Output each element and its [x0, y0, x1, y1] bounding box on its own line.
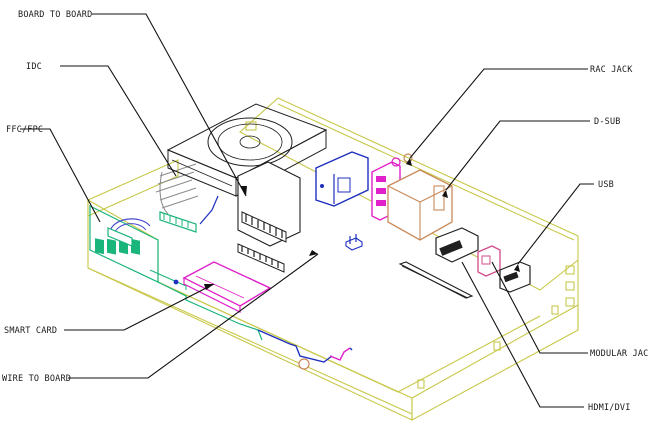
- vent: [565, 297, 575, 307]
- usb-port: [503, 271, 519, 283]
- smart-card-connector: [173, 261, 272, 313]
- hdmi-dvi-connector: [435, 227, 479, 263]
- board-to-board-connector: [237, 161, 301, 273]
- smart-card-line: [195, 275, 245, 299]
- wire-blue: [257, 329, 333, 363]
- card-slot-body: [398, 261, 474, 299]
- arrow: [204, 284, 214, 290]
- idc-connector: [155, 163, 199, 233]
- d-sub-shell: [433, 185, 445, 211]
- leader-lines: [20, 13, 594, 408]
- leader-wire-to-board: [68, 253, 319, 379]
- idc-ribbon: [155, 163, 199, 209]
- smart-card-front: [183, 277, 241, 313]
- smart-card-dot: [173, 279, 179, 285]
- label-board-to-board: BOARD TO BOARD: [18, 10, 92, 20]
- vent: [245, 121, 257, 131]
- label-hdmi-dvi: HDMI/DVI: [588, 403, 631, 413]
- arrowheads: [204, 158, 520, 290]
- idc-ribbon-edge: [159, 171, 169, 215]
- label-usb: USB: [598, 180, 614, 190]
- wire-to-board: [199, 195, 353, 370]
- card-slot-line: [401, 265, 469, 299]
- arrow: [442, 190, 448, 198]
- rac-jack-top: [391, 157, 401, 167]
- wire-magenta: [329, 347, 351, 361]
- blue-module-body: [315, 151, 369, 207]
- vent: [565, 281, 575, 291]
- chassis-front-edge: [87, 267, 413, 415]
- chassis-floor-edge-right: [397, 315, 541, 393]
- modular-jack-port: [481, 255, 491, 265]
- leader-usb: [517, 183, 594, 265]
- wire-to-board-connector: [298, 358, 310, 370]
- label-d-sub: D-SUB: [594, 117, 621, 127]
- wire-end: [349, 347, 353, 351]
- ffc-header: [107, 227, 133, 247]
- led-digit: [95, 238, 104, 255]
- blue-module-dot: [320, 184, 324, 188]
- disk-drive: [166, 103, 328, 197]
- drive-platter-inner: [217, 123, 283, 161]
- vent: [493, 341, 501, 351]
- leader-ffc-fpc: [20, 128, 101, 223]
- labels: BOARD TO BOARD IDC FFC/FPC SMART CARD WI…: [2, 10, 649, 413]
- drive-platter: [207, 117, 293, 167]
- blue-module-port: [337, 177, 351, 193]
- label-wire-to-board: WIRE TO BOARD: [2, 374, 71, 384]
- arrow: [514, 264, 520, 272]
- leader-smart-card: [64, 283, 215, 331]
- drive-detail: [171, 159, 233, 187]
- drive-spindle: [239, 135, 261, 149]
- vent: [551, 305, 559, 315]
- chassis: [87, 97, 579, 421]
- leader-hdmi-dvi: [461, 261, 584, 408]
- b2b-lower-pins: [241, 246, 279, 268]
- leader-rac-jack: [409, 68, 588, 159]
- vent: [417, 379, 425, 389]
- rac-jack-socket: [376, 176, 386, 182]
- arrow: [406, 158, 412, 166]
- small-header-body: [345, 237, 363, 251]
- leader-d-sub: [445, 120, 590, 191]
- idc-pins: [163, 214, 189, 228]
- chassis-rear-lip: [277, 103, 575, 241]
- rac-jack-socket: [376, 200, 386, 206]
- label-modular-jack: MODULAR JACK: [590, 349, 649, 359]
- led-digit: [107, 238, 116, 255]
- leader-board-to-board: [92, 13, 247, 197]
- idc-header: [159, 211, 197, 233]
- rac-jack-socket: [376, 188, 386, 194]
- card-slot: [398, 261, 474, 299]
- drive-side: [235, 129, 327, 197]
- label-idc: IDC: [26, 62, 42, 72]
- arrow: [240, 186, 247, 196]
- led-digit: [131, 238, 140, 255]
- hdmi-port: [439, 240, 463, 256]
- b2b-pins: [245, 214, 283, 238]
- d-sub-edge: [387, 185, 421, 203]
- label-rac-jack: RAC JACK: [590, 65, 633, 75]
- arrow: [309, 250, 318, 256]
- green-trace: [157, 281, 263, 341]
- usb-connector: [499, 261, 531, 293]
- wire-blue-upper: [199, 195, 219, 225]
- vent: [565, 265, 575, 275]
- small-header: [345, 234, 363, 251]
- b2b-lower-connector: [237, 243, 285, 273]
- green-trace: [149, 269, 187, 290]
- leader-idc: [60, 65, 177, 177]
- blue-module: [315, 151, 369, 207]
- chassis-floor-edge: [157, 281, 399, 393]
- front-display-board: [89, 205, 263, 341]
- d-sub-connector: [387, 169, 453, 241]
- ffc-fpc-connector: [107, 218, 151, 247]
- leader-modular-jack: [491, 261, 588, 354]
- label-ffc-fpc: FFC/FPC: [6, 125, 43, 135]
- label-smart-card: SMART CARD: [4, 326, 57, 336]
